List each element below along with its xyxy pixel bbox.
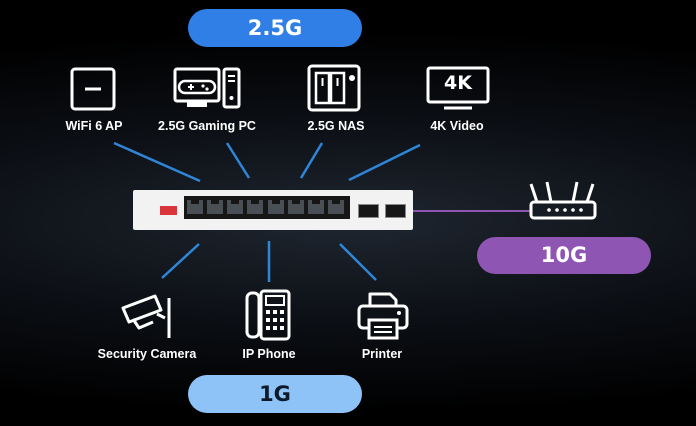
switch-rj45-ports (184, 196, 350, 219)
rj45-port (247, 200, 263, 214)
security-camera-icon (121, 294, 171, 338)
nas-icon (307, 64, 361, 112)
network-switch-icon (133, 190, 413, 230)
device-label-security-camera: Security Camera (97, 347, 197, 361)
tv-4k-text: 4K (444, 72, 472, 94)
link-4k-video (348, 143, 421, 182)
rj45-port (227, 200, 243, 214)
device-label-nas: 2.5G NAS (307, 119, 365, 133)
device-label-gaming-pc: 2.5G Gaming PC (158, 119, 256, 133)
link-nas (299, 142, 324, 179)
link-printer (339, 243, 377, 281)
wifi-ap-icon (70, 67, 116, 111)
device-label-wifi-ap: WiFi 6 AP (65, 119, 123, 133)
router-icon (529, 181, 597, 220)
link-wifi-ap (113, 141, 201, 183)
speed-2-5g-pill: 2.5G (188, 9, 362, 47)
rj45-port (328, 200, 344, 214)
sfp-port (385, 204, 406, 218)
device-label-printer: Printer (361, 347, 403, 361)
rj45-port (288, 200, 304, 214)
printer-icon (357, 292, 409, 340)
rj45-port (268, 200, 284, 214)
rj45-port (187, 200, 203, 214)
device-label-ip-phone: IP Phone (242, 347, 296, 361)
speed-1g-pill: 1G (188, 375, 362, 413)
gaming-pc-icon (173, 67, 241, 109)
sfp-port (358, 204, 379, 218)
ip-phone-icon (245, 289, 291, 341)
speed-10g-pill: 10G (477, 237, 651, 274)
link-security-camera (161, 243, 200, 279)
device-label-4k-video: 4K Video (430, 119, 484, 133)
rj45-port (207, 200, 223, 214)
rj45-port (308, 200, 324, 214)
tv-4k-icon: 4K (426, 66, 490, 112)
switch-status-leds (160, 206, 177, 215)
link-gaming-pc (225, 142, 251, 179)
